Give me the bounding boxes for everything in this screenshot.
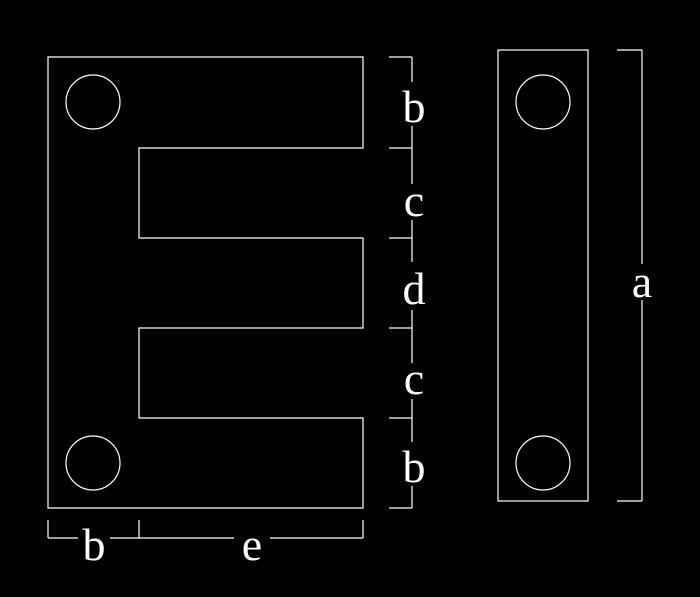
label-backing-bottom-left-b bbox=[78, 520, 110, 566]
label-backing-e bbox=[234, 526, 270, 566]
dim-label-lower-c: c bbox=[404, 353, 424, 404]
e-top-mounting-hole bbox=[65, 74, 121, 130]
dim-label-bottom-b: b bbox=[403, 441, 426, 492]
label-backing-bottom-b bbox=[400, 442, 430, 486]
label-backing-top-b bbox=[400, 82, 430, 126]
label-backing-upper-c bbox=[398, 184, 430, 220]
dim-label-a: a bbox=[632, 256, 652, 307]
e-bottom-mounting-hole bbox=[65, 435, 121, 491]
label-backing-lower-c bbox=[398, 363, 430, 399]
i-bottom-mounting-hole bbox=[515, 435, 571, 491]
dim-label-top-b: b bbox=[403, 81, 426, 132]
dim-label-d: d bbox=[403, 263, 426, 314]
i-lamination-outline bbox=[497, 49, 589, 502]
dim-label-bottom-left-b: b bbox=[83, 519, 106, 570]
dim-label-upper-c: c bbox=[404, 175, 424, 226]
dim-label-e: e bbox=[242, 519, 262, 570]
label-backing-d bbox=[398, 262, 430, 310]
label-backing-a bbox=[624, 264, 660, 300]
e-lamination-outline bbox=[47, 56, 364, 509]
i-top-mounting-hole bbox=[515, 74, 571, 130]
